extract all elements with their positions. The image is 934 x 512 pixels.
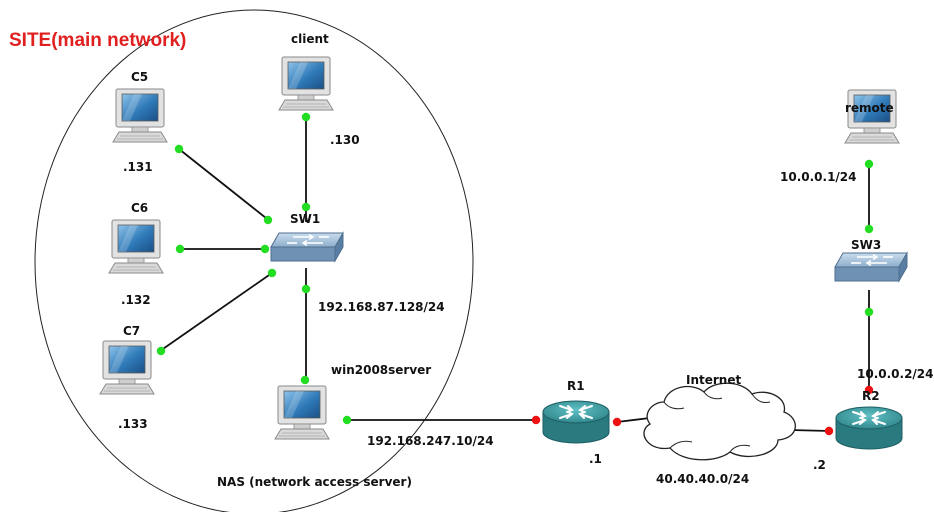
port-up-dot [174,144,184,154]
sw3-label: SW3 [851,238,882,252]
port-up-dot [263,215,273,225]
port-down-dot [864,385,874,395]
remote-ip-label: 10.0.0.1/24 [780,170,857,184]
c7-computer-icon[interactable] [99,340,155,395]
client-ip-label: .130 [330,133,360,147]
r1-router-icon[interactable] [542,400,610,444]
c6-ip-label: .132 [121,293,151,307]
c6-label: C6 [131,201,149,215]
port-up-dot [301,284,311,294]
client-label: client [291,32,329,46]
site-title: SITE(main network) [9,30,187,51]
sw3-switch-icon[interactable] [834,252,908,282]
remote-computer-icon[interactable] [844,89,900,144]
internet-label: Internet [686,373,742,387]
port-down-dot [612,417,622,427]
port-up-dot [864,159,874,169]
server-caption: NAS (network access server) [217,475,412,489]
port-up-dot [864,224,874,234]
r2-wan-ip-label: .2 [813,458,826,472]
c5-computer-icon[interactable] [112,88,168,143]
c5-ip-label: .131 [123,160,153,174]
internet-network-label: 40.40.40.0/24 [656,472,750,486]
c7-ip-label: .133 [118,417,148,431]
r2-router-icon[interactable] [835,406,903,450]
server-ip-label: 192.168.247.10/24 [367,434,494,448]
internet-cloud-icon[interactable] [643,382,796,461]
server-label: win2008server [331,363,432,377]
r1-label: R1 [567,379,585,393]
r2-lan-ip-label: 10.0.0.2/24 [857,367,934,381]
c6-computer-icon[interactable] [108,219,164,274]
port-up-dot [267,268,277,278]
port-up-dot [175,244,185,254]
port-down-dot [531,415,541,425]
link-internet-r2 [789,429,831,432]
client-computer-icon[interactable] [278,56,334,111]
port-indicators [156,112,874,436]
port-down-dot [824,426,834,436]
port-up-dot [260,244,270,254]
port-up-dot [300,375,310,385]
c5-label: C5 [131,70,149,84]
port-up-dot [342,415,352,425]
links [159,117,870,432]
link-c5-sw1 [178,148,272,223]
link-r1-internet [616,417,651,423]
port-up-dot [301,112,311,122]
sw1-switch-icon[interactable] [270,232,344,262]
c7-label: C7 [123,324,141,338]
port-up-dot [864,307,874,317]
site-boundary [34,9,474,512]
r2-label: R2 [862,389,880,403]
server-computer-icon[interactable] [274,385,330,440]
port-up-dot [301,202,311,212]
port-up-dot [156,346,166,356]
r1-ip-label: .1 [589,452,602,466]
remote-label: remote [845,101,894,115]
sw1-label: SW1 [290,212,321,226]
link-c7-sw1 [159,272,273,352]
sw1-ip-label: 192.168.87.128/24 [318,300,445,314]
